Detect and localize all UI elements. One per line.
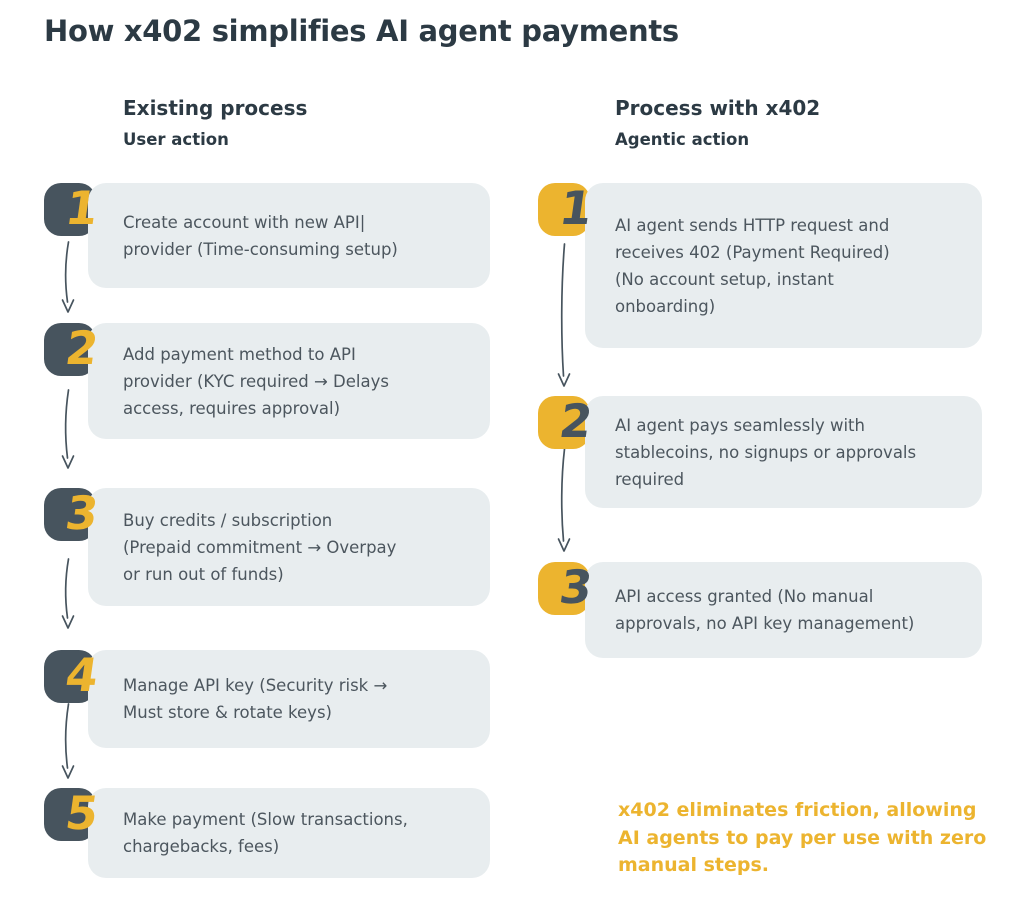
step-box: API access granted (No manual approvals,…	[585, 562, 982, 658]
step-badge	[538, 396, 590, 449]
step-number: 2	[556, 394, 596, 448]
column-subheading-user-action: User action	[123, 130, 229, 149]
step-box: Buy credits / subscription (Prepaid comm…	[88, 488, 490, 606]
step-text: Buy credits / subscription (Prepaid comm…	[123, 510, 397, 584]
step-badge	[44, 183, 96, 236]
step-text: AI agent pays seamlessly with stablecoin…	[615, 415, 917, 489]
flow-arrow-down-icon	[61, 703, 75, 779]
step-box: Make payment (Slow transactions, chargeb…	[88, 788, 490, 878]
step-text: Manage API key (Security risk → Must sto…	[123, 676, 388, 722]
step-number: 1	[556, 181, 596, 235]
step-number: 3	[62, 486, 102, 540]
step-number: 3	[556, 560, 596, 614]
step-number: 2	[62, 321, 102, 375]
flow-arrow-down-icon	[557, 243, 571, 387]
step-badge	[44, 788, 96, 841]
column-heading-process-with-x402: Process with x402	[615, 96, 821, 120]
step-box: AI agent sends HTTP request and receives…	[585, 183, 982, 348]
step-box: Add payment method to API provider (KYC …	[88, 323, 490, 439]
flow-arrow-down-icon	[557, 448, 571, 552]
step-text: API access granted (No manual approvals,…	[615, 587, 915, 633]
step-number: 1	[62, 181, 102, 235]
step-text: Make payment (Slow transactions, chargeb…	[123, 810, 408, 856]
step-box: AI agent pays seamlessly with stablecoin…	[585, 396, 982, 508]
page-title: How x402 simplifies AI agent payments	[44, 14, 679, 48]
step-badge	[44, 488, 96, 541]
step-text: Add payment method to API provider (KYC …	[123, 344, 389, 418]
step-badge	[538, 183, 590, 236]
step-number: 4	[62, 648, 102, 702]
step-badge	[44, 323, 96, 376]
flow-arrow-down-icon	[61, 241, 75, 313]
footer-note: x402 eliminates friction, allowing AI ag…	[618, 799, 987, 876]
flow-arrow-down-icon	[61, 558, 75, 629]
step-box: Create account with new API| provider (T…	[88, 183, 490, 288]
step-badge	[538, 562, 590, 615]
column-subheading-agentic-action: Agentic action	[615, 130, 750, 149]
step-text: Create account with new API| provider (T…	[123, 212, 398, 259]
flow-arrow-down-icon	[61, 389, 75, 469]
step-box: Manage API key (Security risk → Must sto…	[88, 650, 490, 748]
step-badge	[44, 650, 96, 703]
column-heading-existing-process: Existing process	[123, 96, 308, 120]
step-number: 5	[62, 786, 102, 840]
step-text: AI agent sends HTTP request and receives…	[615, 215, 890, 316]
